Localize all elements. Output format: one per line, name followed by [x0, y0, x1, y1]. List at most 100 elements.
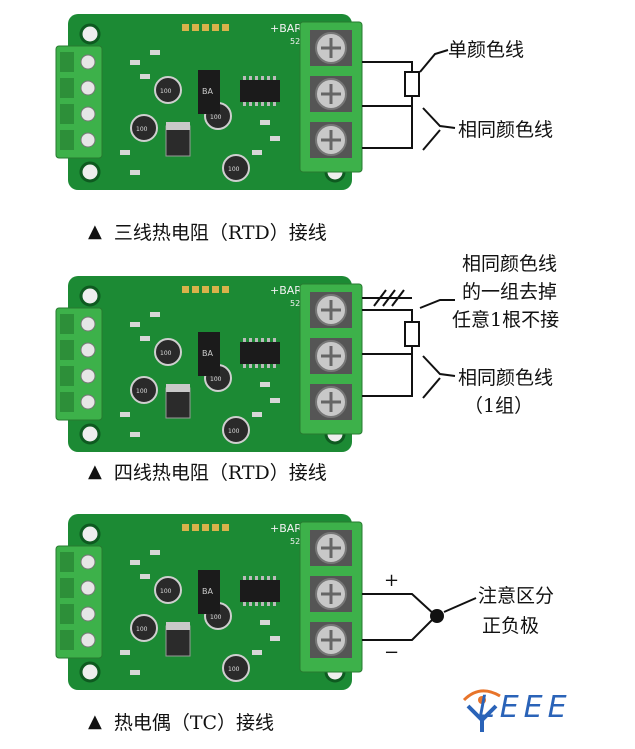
- terminal-screw: [80, 394, 96, 410]
- ic-pin: [249, 76, 252, 80]
- minus-sign: −: [384, 642, 400, 663]
- ic-pin: [243, 102, 246, 106]
- regulator: [165, 387, 191, 419]
- smd-part: [140, 574, 150, 579]
- regulator-tab: [166, 622, 190, 630]
- rtd-resistor: [404, 321, 420, 347]
- smd-part: [130, 560, 140, 565]
- regulator-tab: [166, 122, 190, 130]
- logo-mark-icon: [462, 689, 501, 732]
- terminal-slot: [60, 552, 74, 572]
- mounting-hole: [79, 285, 101, 307]
- header-pin: [222, 24, 229, 31]
- capacitor: [154, 76, 182, 104]
- header-pin: [192, 524, 199, 531]
- note-line-1: 相同颜色线: [462, 253, 558, 275]
- smd-part: [130, 322, 140, 327]
- terminal-slot: [60, 630, 74, 650]
- smd-part: [252, 150, 262, 155]
- ic-pin: [273, 102, 276, 106]
- terminal-slot: [60, 104, 74, 124]
- terminal-slot: [60, 578, 74, 598]
- header-pin: [192, 286, 199, 293]
- board-silkscreen: 100: [160, 588, 172, 595]
- terminal-screw: [80, 80, 96, 96]
- terminal-slot: [60, 392, 74, 412]
- cut-mark: [382, 289, 396, 307]
- ic-chip: [240, 580, 280, 602]
- ic-pin: [267, 602, 270, 606]
- ic-pin: [255, 102, 258, 106]
- header-pin: [222, 524, 229, 531]
- board-silkscreen: BA: [202, 587, 213, 596]
- terminal-screw: [80, 580, 96, 596]
- ylee-logo: LEEE: [458, 686, 618, 734]
- note-line-3: 任意1根不接: [452, 309, 560, 331]
- board-silkscreen: 100: [136, 388, 148, 395]
- board-silkscreen: 100: [136, 626, 148, 633]
- tc-junction: [430, 609, 444, 623]
- terminal-slot: [60, 366, 74, 386]
- ic-pin: [249, 576, 252, 580]
- ic-pin: [255, 76, 258, 80]
- smd-part: [150, 50, 160, 55]
- note-line-2: 的一组去掉: [462, 281, 558, 303]
- ic-pin: [261, 102, 264, 106]
- plus-sign: +: [384, 570, 400, 591]
- ic-chip: [198, 332, 220, 376]
- smd-part: [252, 650, 262, 655]
- header-pin: [212, 286, 219, 293]
- tc-wire-positive: [362, 593, 437, 617]
- ic-pin: [255, 576, 258, 580]
- caption-4wire: ▲ 四线热电阻（RTD）接线: [88, 461, 327, 484]
- regulator: [165, 125, 191, 157]
- header-pin: [222, 286, 229, 293]
- smd-part: [260, 620, 270, 625]
- mounting-hole: [79, 661, 101, 683]
- terminal-screw: [80, 106, 96, 122]
- wire-top: [362, 309, 413, 322]
- capacitor: [154, 576, 182, 604]
- terminal-screw: [80, 54, 96, 70]
- terminal-screw: [80, 554, 96, 570]
- ic-pin: [249, 338, 252, 342]
- smd-part: [260, 382, 270, 387]
- capacitor: [154, 338, 182, 366]
- smd-part: [270, 636, 280, 641]
- capacitor: [130, 114, 158, 142]
- ic-chip: [198, 70, 220, 114]
- board-silkscreen: 100: [160, 350, 172, 357]
- header-pin: [212, 24, 219, 31]
- header-pin: [202, 24, 209, 31]
- ic-pin: [273, 364, 276, 368]
- smd-part: [120, 412, 130, 417]
- terminal-slot: [60, 314, 74, 334]
- ic-pin: [261, 576, 264, 580]
- note-polarity-1: 注意区分: [478, 585, 555, 607]
- ic-pin: [249, 102, 252, 106]
- ic-pin: [273, 602, 276, 606]
- board-silkscreen: 100: [136, 126, 148, 133]
- ic-pin: [255, 602, 258, 606]
- note-polarity-2: 正负极: [482, 615, 540, 637]
- ic-pin: [273, 338, 276, 342]
- board-silkscreen: 100: [210, 376, 222, 383]
- ic-pin: [267, 338, 270, 342]
- triangle-icon: ▲: [88, 221, 102, 242]
- board-silkscreen: BA: [202, 87, 213, 96]
- pcb-board: +BAR025210100100100100BA: [55, 14, 363, 190]
- board-silkscreen: BA: [202, 349, 213, 358]
- ic-pin: [261, 76, 264, 80]
- ic-chip: [198, 570, 220, 614]
- header-pin: [192, 24, 199, 31]
- note-line-4: 相同颜色线: [458, 367, 554, 389]
- smd-part: [140, 336, 150, 341]
- smd-part: [130, 432, 140, 437]
- ic-pin: [249, 364, 252, 368]
- terminal-screw: [80, 316, 96, 332]
- smd-part: [140, 74, 150, 79]
- board-silkscreen: 100: [228, 428, 240, 435]
- ic-pin: [267, 576, 270, 580]
- pcb-board: +BAR025210100100100100BA: [55, 276, 363, 452]
